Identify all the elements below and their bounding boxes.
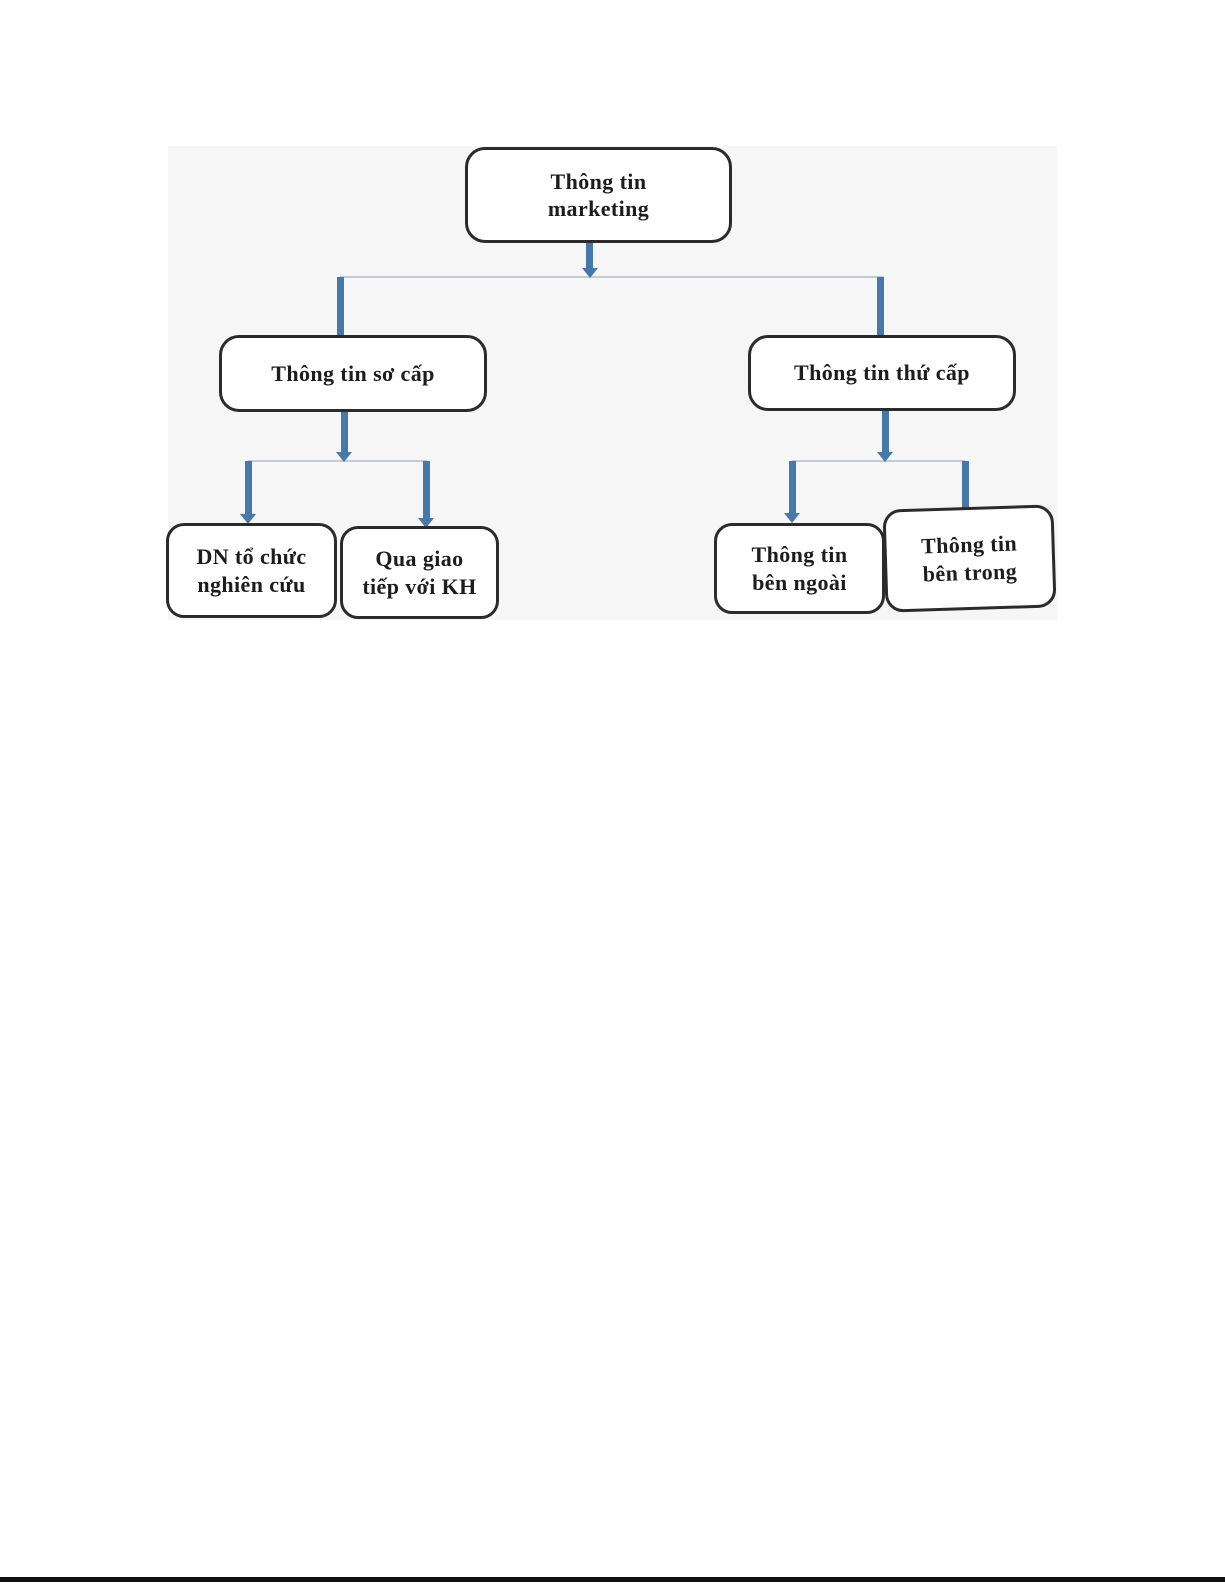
node-thong-tin-ben-trong: Thông tin bên trong xyxy=(882,504,1057,613)
node-qua-giao-tiep-voi-kh: Qua giao tiếp với KH xyxy=(340,526,499,619)
arrowhead-to-customer xyxy=(418,518,434,528)
connector-to-customer xyxy=(423,461,430,519)
connector-to-research xyxy=(245,461,252,515)
node-thong-tin-marketing: Thông tin marketing xyxy=(465,147,732,243)
arrowhead-primary-drop xyxy=(336,452,352,462)
arrowhead-root-drop xyxy=(582,268,598,278)
node-label: Thông tin bên trong xyxy=(920,530,1018,586)
connector-to-internal xyxy=(962,461,969,517)
connector-primary-drop xyxy=(341,412,348,454)
node-label: Thông tin bên ngoài xyxy=(751,542,848,595)
node-thong-tin-ben-ngoai: Thông tin bên ngoài xyxy=(714,523,885,614)
node-label: DN tổ chức nghiên cứu xyxy=(196,544,307,597)
page-bottom-rule xyxy=(0,1577,1225,1582)
connector-secondary-drop xyxy=(882,411,889,454)
connector-root-drop xyxy=(586,243,593,270)
node-thong-tin-so-cap: Thông tin sơ cấp xyxy=(219,335,487,412)
arrowhead-secondary-drop xyxy=(877,452,893,462)
connector-to-external xyxy=(789,461,796,514)
branch-line-level1 xyxy=(340,276,884,278)
node-dn-to-chuc-nghien-cuu: DN tổ chức nghiên cứu xyxy=(166,523,337,618)
node-label: Thông tin marketing xyxy=(547,168,650,222)
connector-to-secondary xyxy=(877,277,884,335)
node-label: Qua giao tiếp với KH xyxy=(362,546,477,599)
node-label: Thông tin sơ cấp xyxy=(271,360,435,386)
connector-to-primary xyxy=(337,277,344,335)
node-label: Thông tin thứ cấp xyxy=(794,360,970,386)
arrowhead-to-research xyxy=(240,514,256,524)
node-thong-tin-thu-cap: Thông tin thứ cấp xyxy=(748,335,1016,411)
arrowhead-to-external xyxy=(784,513,800,523)
